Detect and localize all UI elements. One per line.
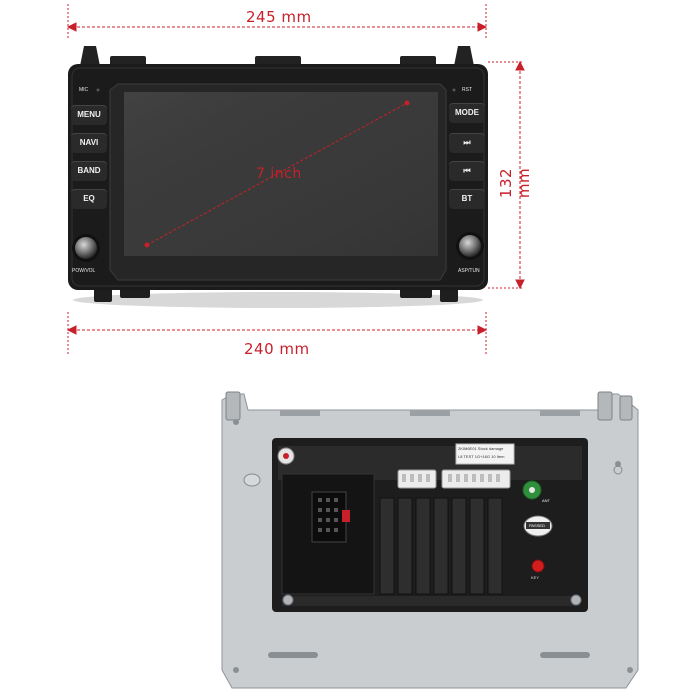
rear-left-markings bbox=[243, 447, 295, 487]
diagonal-line bbox=[144, 100, 410, 248]
right-knob[interactable] bbox=[456, 232, 484, 260]
white-connectors bbox=[397, 469, 511, 489]
top-mounting-tabs bbox=[80, 46, 474, 66]
band-button[interactable]: BAND bbox=[71, 161, 107, 181]
right-dimension-line bbox=[488, 60, 525, 290]
red-key-button[interactable] bbox=[531, 559, 545, 573]
passed-seal bbox=[523, 515, 553, 537]
navi-button[interactable]: NAVI bbox=[71, 133, 107, 153]
top-dimension-line bbox=[66, 4, 488, 38]
bt-button[interactable]: BT bbox=[449, 189, 485, 209]
sticker-line-2: L8 TEST 1G+16G 10 Item bbox=[458, 454, 505, 459]
sticker-line-1: 2KIM6E01 Stock damage bbox=[458, 446, 504, 451]
key-label: KEY bbox=[531, 575, 540, 580]
bottom-mounting-tabs bbox=[94, 288, 458, 302]
bottom-dimension-line bbox=[66, 312, 488, 355]
gps-label: ANT bbox=[542, 498, 550, 503]
top-width-label: 245 mm bbox=[246, 8, 312, 26]
back-unit-drawing bbox=[221, 391, 639, 689]
front-unit-drawing bbox=[66, 4, 525, 355]
eq-button[interactable]: EQ bbox=[71, 189, 107, 209]
next-track-button[interactable]: ⏭ bbox=[449, 133, 485, 153]
mode-button[interactable]: MODE bbox=[449, 103, 485, 123]
height-label: 132 mm bbox=[497, 167, 533, 199]
bottom-width-label: 240 mm bbox=[244, 340, 310, 358]
back-unit: 2KIM6E01 Stock damage L8 TEST 1G+16G 10 … bbox=[0, 370, 700, 700]
asp-tun-label: ASP/TUN bbox=[458, 268, 480, 274]
left-knob[interactable] bbox=[72, 234, 100, 262]
menu-button[interactable]: MENU bbox=[71, 105, 107, 125]
gps-connector[interactable] bbox=[522, 480, 542, 500]
diagonal-label: 7 inch bbox=[256, 166, 302, 182]
serial-sticker bbox=[455, 443, 515, 465]
mic-label: MIC bbox=[79, 87, 89, 93]
prev-track-button[interactable]: ⏮ bbox=[449, 161, 485, 181]
heatsink-fins bbox=[379, 497, 503, 595]
front-unit: 245 mm 240 mm 132 mm 7 inch MIC RST POW/… bbox=[66, 4, 533, 358]
pow-vol-label: POW/VOL bbox=[72, 268, 96, 274]
seal-label: PASSED bbox=[529, 523, 545, 528]
rst-label: RST bbox=[462, 87, 472, 93]
